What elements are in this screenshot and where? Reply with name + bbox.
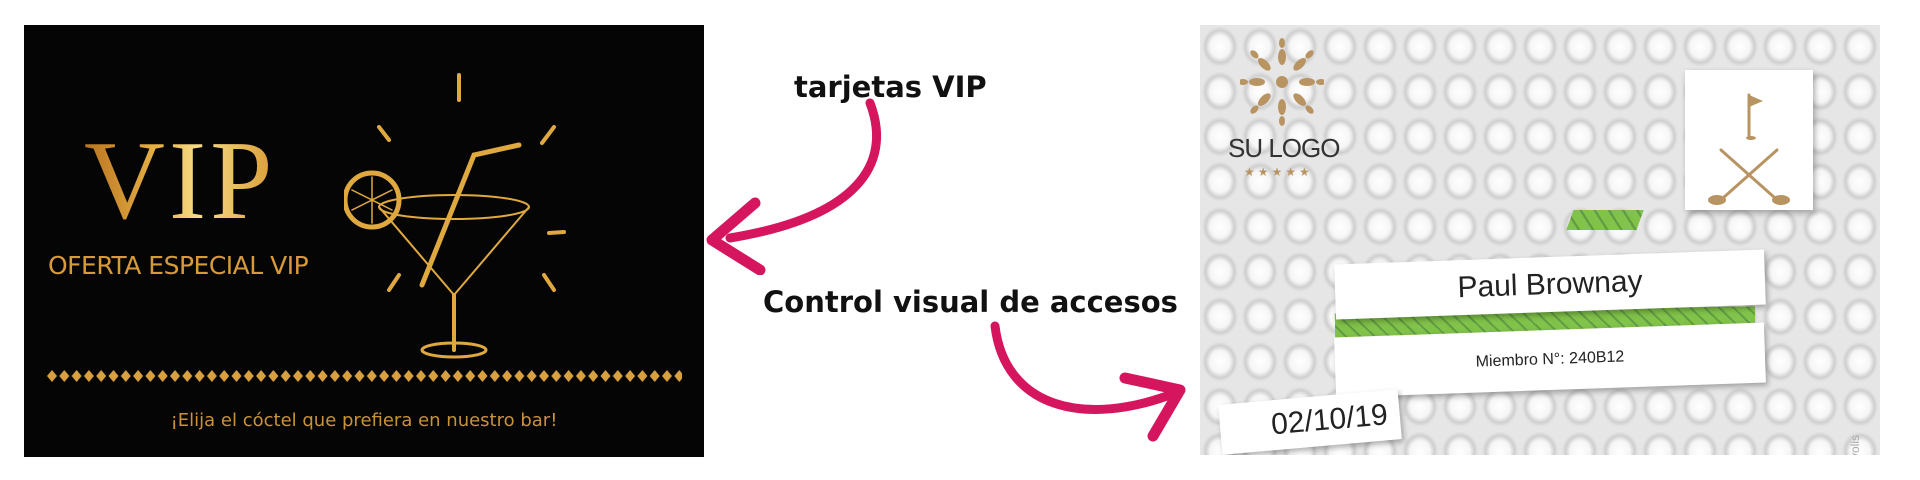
golf-icon-box <box>1685 70 1813 210</box>
vip-footer-text: ¡Elija el cóctel que prefiera en nuestro… <box>170 410 558 431</box>
expiry-date: 02/10/19 <box>1269 398 1390 442</box>
logo-text: SU LOGO <box>1228 133 1340 163</box>
vip-subtitle: OFERTA ESPECIAL VIP <box>48 251 309 280</box>
vip-card-image: VIP OFERTA ESPECIAL VIP ¡Elija el cóctel… <box>24 25 704 457</box>
label-access-control: Control visual de accesos <box>763 285 1178 319</box>
argyle-ribbon <box>1566 210 1644 230</box>
label-vip-cards: tarjetas VIP <box>794 70 987 104</box>
vip-title: VIP <box>84 119 277 243</box>
logo-emblem-icon <box>1240 38 1324 126</box>
member-name: Paul Brownay <box>1456 264 1644 304</box>
date-ribbon: 02/10/19 <box>1218 389 1402 455</box>
diamond-divider <box>46 369 682 383</box>
rating-stars: ★★★★★ <box>1244 165 1313 179</box>
arrow-to-vip-card-icon <box>706 98 881 275</box>
member-number: Miembro N°: 240B12 <box>1475 348 1625 371</box>
golf-member-card-image: SU LOGO ★★★★★ Paul Brownay Miembro N°: 2… <box>1200 25 1880 455</box>
arrow-to-golf-card-icon <box>990 321 1186 442</box>
golf-flag-crossed-clubs-icon <box>1708 93 1790 205</box>
cocktail-glass-icon <box>344 73 566 359</box>
watermark: ©Evolis <box>1848 435 1862 455</box>
